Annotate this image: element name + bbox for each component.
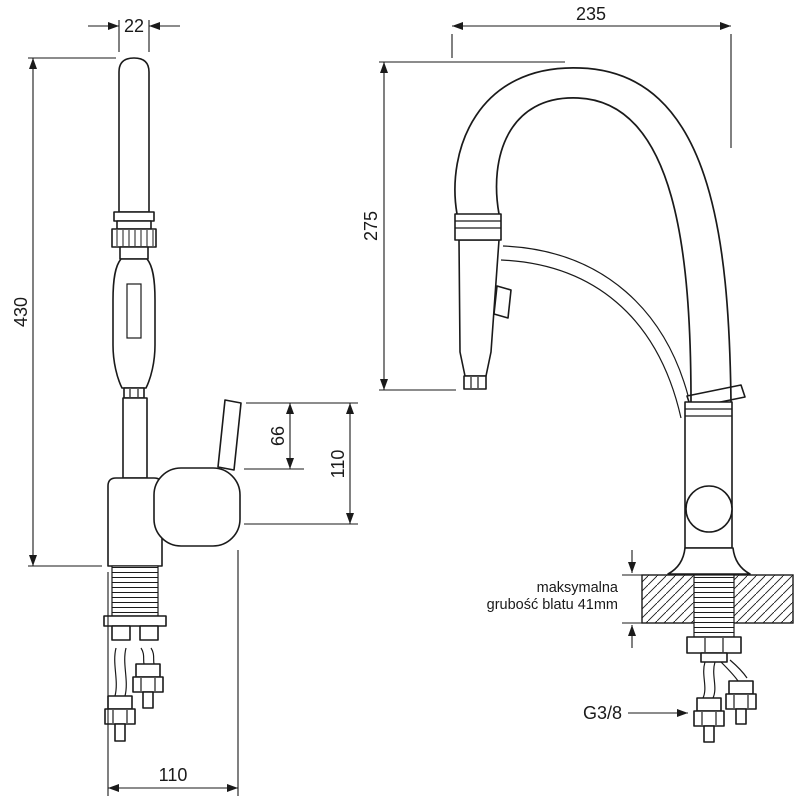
hose-fitting-side bbox=[693, 697, 725, 743]
lever-handle bbox=[217, 399, 242, 471]
spray-head-collar bbox=[454, 213, 502, 241]
threaded-shank bbox=[111, 565, 159, 617]
hose-fitting bbox=[104, 695, 136, 742]
faucet-side bbox=[454, 67, 751, 575]
hose-fitting bbox=[132, 663, 164, 709]
mounting-washer bbox=[103, 615, 167, 627]
spout-tube bbox=[118, 57, 150, 213]
mounting-nut bbox=[111, 625, 131, 641]
faucet-front bbox=[103, 57, 242, 742]
dim-label-110: 110 bbox=[328, 450, 348, 479]
dim-label-235: 235 bbox=[576, 4, 606, 24]
thread-size-callout: G3/8 bbox=[583, 703, 688, 723]
counter-note-line2: grubość blatu 41mm bbox=[487, 597, 618, 613]
pulldown-hose bbox=[500, 259, 682, 419]
dim-label-22: 22 bbox=[124, 16, 144, 36]
front-view: 22 430 66 110 bbox=[11, 16, 358, 796]
base-body bbox=[107, 477, 163, 567]
locking-nut bbox=[686, 636, 742, 654]
handle-housing bbox=[153, 467, 241, 547]
spray-head bbox=[112, 258, 156, 389]
side-view: 235 275 bbox=[361, 4, 794, 743]
counter-note-line1: maksymalna bbox=[537, 580, 619, 596]
base-flare bbox=[667, 547, 751, 575]
tailpiece bbox=[700, 652, 728, 663]
spray-head-side bbox=[458, 239, 500, 377]
gooseneck-outer bbox=[454, 67, 732, 403]
collar-ring bbox=[113, 211, 155, 222]
dim-reach: 235 bbox=[451, 4, 732, 148]
thread-size-label: G3/8 bbox=[583, 703, 622, 723]
knurl-texture bbox=[113, 230, 155, 246]
dim-footprint: 110 bbox=[107, 550, 239, 796]
threaded-shank-side bbox=[693, 574, 735, 638]
dim-label-66: 66 bbox=[268, 426, 288, 446]
counter-thickness-callout: maksymalna grubość blatu 41mm bbox=[487, 550, 642, 648]
handle-knob-endview bbox=[685, 485, 733, 533]
aerator-side bbox=[463, 375, 487, 390]
dim-label-275: 275 bbox=[361, 211, 381, 241]
aerator bbox=[123, 387, 145, 399]
mounting-nut bbox=[139, 625, 159, 641]
spray-head-window bbox=[126, 283, 142, 339]
pulldown-hose bbox=[502, 245, 693, 413]
hose-fitting-side bbox=[725, 680, 757, 725]
dim-label-110-footprint: 110 bbox=[159, 765, 188, 785]
dim-total-height: 430 bbox=[11, 57, 116, 567]
dim-handle-heights: 66 110 bbox=[244, 402, 358, 525]
dim-arc-height: 275 bbox=[361, 61, 565, 391]
supply-hoses-side bbox=[702, 659, 748, 699]
riser-column bbox=[122, 397, 148, 479]
supply-hoses bbox=[114, 647, 155, 697]
collar-ring bbox=[116, 220, 152, 230]
spray-paddle bbox=[493, 285, 512, 319]
gooseneck-inner bbox=[495, 97, 692, 403]
neck bbox=[119, 246, 149, 260]
countertop-section: maksymalna grubość blatu 41mm G3/8 bbox=[487, 550, 794, 743]
dim-label-430: 430 bbox=[11, 297, 31, 327]
dim-spout-width: 22 bbox=[88, 16, 180, 52]
